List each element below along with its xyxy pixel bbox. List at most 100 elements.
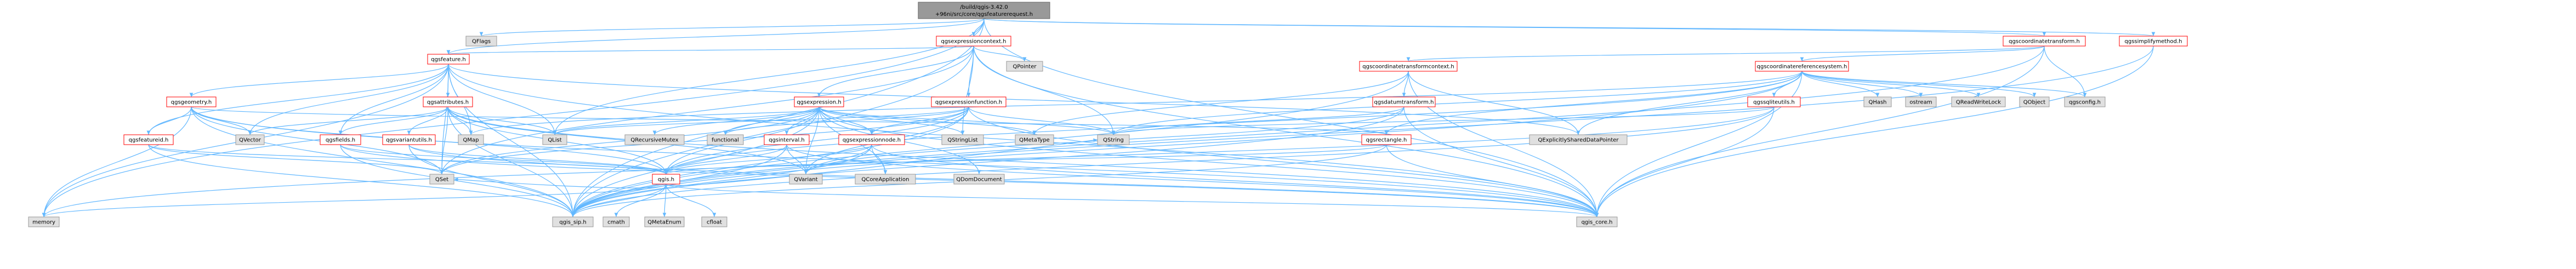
node-box-cfloat	[701, 216, 727, 227]
node-memory: memory	[28, 216, 60, 227]
node-label-qgssimplifymethod: qgssimplifymethod.h	[2125, 39, 2182, 45]
dependency-edges	[42, 18, 2155, 218]
edge-qgsfeature-to-qgsfeatureid	[146, 64, 449, 135]
node-box-qhash	[1863, 96, 1892, 107]
node-qvariant: QVariant	[789, 174, 823, 185]
edge-qgsattributes-to-qgis_sip	[447, 106, 575, 218]
node-qdomdocument: QDomDocument	[953, 174, 1005, 185]
node-box-qgsfeatureid	[123, 134, 174, 145]
node-qpointer: QPointer	[1006, 61, 1043, 72]
node-qgsexpressionfunction[interactable]: qgsexpressionfunction.h	[931, 96, 1006, 107]
node-label-qgscoordinatereferencesystem: qgscoordinatereferencesystem.h	[1757, 64, 1847, 70]
edge-qgsexpressionfunction-to-qstring	[968, 106, 1116, 135]
edge-qgscoordinatereferencesystem-to-ostream	[1801, 71, 1923, 98]
edge-qgsexpressionnode-to-qgis	[664, 144, 872, 175]
node-qgsfeature[interactable]: qgsfeature.h	[427, 54, 470, 65]
node-box-qflags	[465, 36, 497, 47]
edge-qgsexpressionnode-to-qcoreapplication	[871, 144, 888, 175]
node-box-qgssimplifymethod	[2119, 36, 2188, 47]
edge-qgis-to-qmetaenum	[662, 184, 667, 218]
node-qmetaenum: QMetaEnum	[644, 216, 685, 227]
edge-qgsexpression-to-qstring	[818, 106, 1116, 135]
edge-root-to-memory	[42, 18, 985, 218]
edge-qgsexpressioncontext-to-qgsfeature	[447, 45, 974, 55]
node-label-qvariant: QVariant	[794, 177, 817, 183]
edge-qgis-to-memory	[42, 184, 667, 218]
node-label-qmetaenum: QMetaEnum	[647, 220, 681, 226]
node-box-qgsexpressionfunction	[931, 96, 1006, 107]
edge-qgscoordinatereferencesystem-to-qexplicitlyshareddatapointer	[1576, 71, 1802, 135]
node-box-qset	[429, 174, 454, 185]
node-box-functional	[707, 134, 744, 145]
edge-qgsfeature-to-qgsfields	[338, 64, 449, 135]
node-qgsexpressioncontext[interactable]: qgsexpressioncontext.h	[936, 36, 1011, 47]
edge-qgsvariantutils-to-qgis_sip	[408, 144, 575, 218]
node-label-qgis_core: qgis_core.h	[1582, 220, 1613, 226]
node-label-qvector: QVector	[239, 138, 261, 144]
node-box-ostream	[1905, 96, 1937, 107]
edge-qgsexpression-to-qmetatype	[818, 106, 1037, 135]
node-qgsexpression[interactable]: qgsexpression.h	[794, 96, 844, 107]
node-label-qgsexpressionnode: qgsexpressionnode.h	[843, 138, 901, 144]
node-qgis[interactable]: qgis.h	[652, 174, 680, 185]
node-box-qreadwritelock	[1951, 96, 2006, 107]
edge-root-to-qgis_sip	[571, 18, 985, 218]
edge-root-to-qflags	[480, 18, 985, 37]
node-root[interactable]: /build/qgis-3.42.0+96ni/src/core/qgsfeat…	[918, 2, 1050, 19]
edge-qgsexpression-to-qgis_core	[818, 106, 1599, 218]
node-qgsvariantutils[interactable]: qgsvariantutils.h	[382, 134, 436, 145]
edge-qgsrectangle-to-qgis	[664, 144, 1387, 175]
node-qreadwritelock: QReadWriteLock	[1951, 96, 2006, 107]
edge-qgsexpressionfunction-to-qgis	[664, 106, 969, 175]
node-qgsattributes[interactable]: qgsattributes.h	[423, 96, 473, 107]
node-box-qgscoordinatereferencesystem	[1755, 61, 1849, 72]
node-qgssqliteutils[interactable]: qgssqliteutils.h	[1747, 96, 1801, 107]
edge-qgsexpressionfunction-to-qgis_core	[968, 106, 1599, 218]
edge-qgis-to-qgis_core	[666, 184, 1599, 218]
edge-qgscoordinatereferencesystem-to-qgsrectangle	[1384, 71, 1802, 135]
node-qcoreapplication: QCoreApplication	[855, 174, 916, 185]
node-label-ostream: ostream	[1909, 100, 1932, 106]
node-box-qcoreapplication	[855, 174, 916, 185]
node-qgsrectangle[interactable]: qgsrectangle.h	[1361, 134, 1412, 145]
node-qvector: QVector	[235, 134, 265, 145]
node-label-qgsexpression: qgsexpression.h	[797, 100, 841, 106]
edge-qgsgeometry-to-qgis_core	[191, 106, 1599, 218]
edge-qgsexpressioncontext-to-qstring	[973, 45, 1116, 135]
node-label-qpointer: QPointer	[1013, 64, 1037, 70]
node-box-qgis	[652, 174, 680, 185]
node-qgsgeometry[interactable]: qgsgeometry.h	[166, 96, 217, 107]
node-qgssimplifymethod[interactable]: qgssimplifymethod.h	[2119, 36, 2188, 47]
node-qgsdatumtransform[interactable]: qgsdatumtransform.h	[1372, 96, 1436, 107]
node-qgscoordinatereferencesystem[interactable]: qgscoordinatereferencesystem.h	[1755, 61, 1849, 72]
node-qgsinterval[interactable]: qgsinterval.h	[764, 134, 810, 145]
node-qgscoordinatetransform[interactable]: qgscoordinatetransform.h	[2003, 36, 2086, 47]
node-qgscoordinatetransformcontext[interactable]: qgscoordinatetransformcontext.h	[1359, 61, 1458, 72]
node-box-qlist	[542, 134, 567, 145]
node-label-functional: functional	[712, 138, 739, 144]
node-box-qrecursivemutex	[624, 134, 685, 145]
node-qgsfeatureid[interactable]: qgsfeatureid.h	[123, 134, 174, 145]
node-box-memory	[28, 216, 60, 227]
node-box-qstring	[1097, 134, 1130, 145]
edge-qgsgeometry-to-qset	[191, 106, 444, 175]
node-label-qgis_sip: qgis_sip.h	[559, 220, 587, 226]
node-box-qgsgeometry	[166, 96, 217, 107]
node-qgsfields[interactable]: qgsfields.h	[320, 134, 361, 145]
node-qexplicitlyshareddatapointer: QExplicitlySharedDataPointer	[1529, 134, 1628, 145]
node-label-qrecursivemutex: QRecursiveMutex	[630, 138, 678, 144]
edge-qgsexpressionnode-to-qgis_sip	[571, 144, 872, 218]
edge-qgsfeatureid-to-qgis	[148, 144, 668, 175]
node-box-qgsattributes	[423, 96, 473, 107]
node-qset: QSet	[429, 174, 454, 185]
node-label-qgsattributes: qgsattributes.h	[427, 100, 469, 106]
node-qgsexpressionnode[interactable]: qgsexpressionnode.h	[838, 134, 905, 145]
node-qrecursivemutex: QRecursiveMutex	[624, 134, 685, 145]
edge-qgis-to-qstring	[666, 138, 1098, 186]
edge-qgsexpressionfunction-to-qlist	[553, 106, 969, 135]
edge-root-to-qlist	[553, 18, 985, 135]
edge-qgsgeometry-to-qgis_sip	[191, 106, 575, 218]
edge-root-to-qgscoordinatetransform	[983, 18, 2046, 37]
node-qlist: QList	[542, 134, 567, 145]
edge-qgsexpressioncontext-to-qset	[440, 45, 974, 175]
